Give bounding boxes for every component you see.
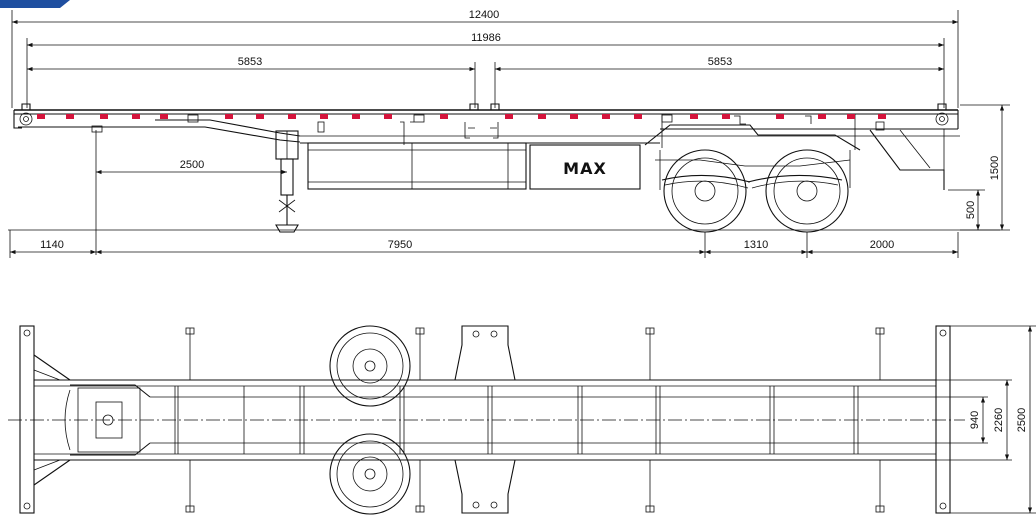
spare-wheel-bottom: [329, 433, 411, 515]
dim-label: 11986: [471, 32, 501, 44]
front-end-plate: [19, 325, 35, 514]
dim-label: 5853: [708, 56, 732, 68]
side-tanks: MAX: [307, 142, 641, 190]
wheel-rear: [765, 149, 849, 233]
top-view: 940 2260 2500: [8, 325, 1036, 515]
deck-frame: [13, 103, 960, 150]
dim-kingpin-to-landing-leg: 2500: [95, 130, 287, 255]
dim-label: 12400: [469, 9, 500, 21]
marker-lamps: [37, 114, 886, 119]
dim-label: 500: [965, 201, 977, 219]
rear-bogie: [644, 124, 861, 233]
mid-cross-plate: [454, 325, 516, 514]
cross-members: [174, 386, 859, 454]
dim-label: 2500: [1016, 408, 1028, 432]
dim-heights: 1500 500: [948, 104, 1010, 231]
side-view: 12400 11986 5853 5853: [8, 9, 1010, 258]
dim-label: 940: [969, 411, 981, 429]
dim-container-length: 11986: [26, 32, 945, 108]
spare-wheel-top: [329, 325, 411, 407]
dim-widths: 940 2260 2500: [936, 325, 1036, 514]
logo-text: MAX: [563, 159, 607, 178]
dim-half-lengths: 5853 5853: [27, 56, 944, 108]
dim-label: 2500: [180, 159, 204, 171]
dim-label: 1140: [40, 239, 64, 251]
dim-label: 5853: [238, 56, 262, 68]
dim-overall-length: 12400: [11, 9, 959, 108]
dim-label: 2000: [870, 239, 894, 251]
dim-label: 1310: [744, 239, 768, 251]
corner-tab: [0, 0, 70, 8]
dim-label: 1500: [989, 156, 1001, 180]
wheel-front: [663, 149, 747, 233]
rear-frame: [869, 129, 945, 190]
dim-label: 7950: [388, 239, 412, 251]
landing-gear: [275, 130, 299, 233]
outriggers: [185, 327, 885, 513]
dim-label: 2260: [993, 408, 1005, 432]
gooseneck: [33, 354, 151, 486]
rear-end-plate: [935, 325, 951, 514]
dim-bottom-chain: 1140 7950 1310 2000: [9, 230, 959, 258]
